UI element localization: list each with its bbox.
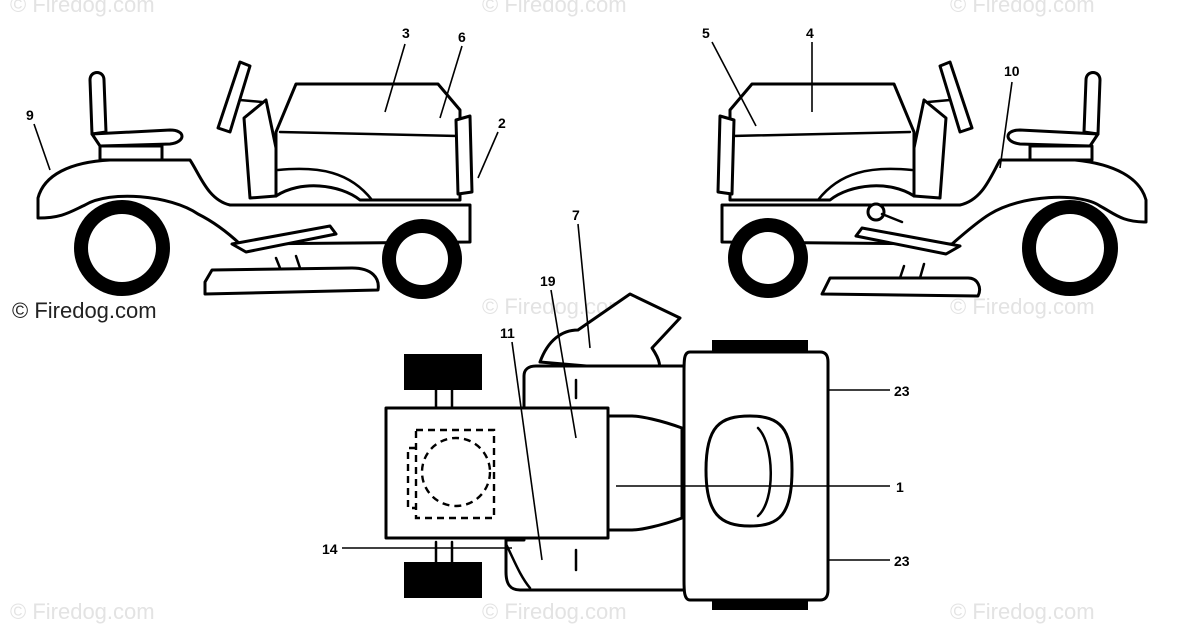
callout-4: 4 [806,25,814,41]
callout-7: 7 [572,207,580,223]
leader-10 [999,81,1013,169]
callout-1: 1 [896,479,904,495]
watermark-bottom-left: © Firedog.com [10,599,155,624]
tractor-left-side-view [36,60,474,299]
watermark-top-left: © Firedog.com [10,0,155,17]
grille-right [716,114,736,196]
mower-deck-left [203,266,380,296]
seat-top [704,414,794,528]
steering-wheel-left [216,60,252,134]
seat-support-right [1028,144,1094,162]
front-tire-top-lower [404,562,482,598]
lift-lever-knob-right [866,202,886,222]
footrest-left [230,224,338,254]
leader-3 [384,43,406,113]
lift-lever-right [880,212,904,224]
dash-tower-right [912,98,948,200]
watermark-bottom-center: © Firedog.com [482,599,627,624]
seat-cushion-right [1006,128,1100,148]
front-hub-left [396,233,448,285]
leader-6 [439,45,463,119]
callout-5: 5 [702,25,710,41]
rear-hub-left [88,214,156,282]
dash-tower-left [242,98,278,200]
callout-2: 2 [498,115,506,131]
leader-5 [711,41,757,127]
footrest-right [854,226,962,256]
engine-side-top [406,446,416,510]
leader-11 [511,341,543,561]
callout-10: 10 [1004,63,1020,79]
hood-panel-line-left [278,130,460,138]
front-tire-top-upper [404,354,482,390]
leader-19 [550,289,577,439]
hood-panel-line-right [730,130,912,138]
tractor-top-view [384,292,830,610]
rear-hub-right [1036,214,1104,282]
rear-fender-body-right [720,158,1148,246]
leader-2 [477,131,499,179]
rear-fender-body-left [36,158,472,246]
engine-circle-top [420,436,492,508]
front-axle-top [434,388,454,564]
dash-top [598,414,684,532]
callout-19: 19 [540,273,556,289]
leader-lines [33,41,1013,561]
front-hub-right [742,232,794,284]
hood-right [728,82,916,202]
callout-6: 6 [458,29,466,45]
callout-9: 9 [26,107,34,123]
leader-9 [33,123,51,171]
callout-labels: 1 2 3 4 5 6 7 9 10 11 14 19 23 23 [26,25,1020,569]
engine-outline-top [414,428,496,520]
seat-back-left [88,71,108,136]
callout-14: 14 [322,541,338,557]
deck-lift-link-left [274,254,302,270]
tractor-right-side-view [716,60,1148,298]
watermark-top-center: © Firedog.com [482,0,627,17]
watermark-top-right: © Firedog.com [950,0,1095,17]
mower-deck-right [820,276,982,298]
callout-3: 3 [402,25,410,41]
copyright-notice: © Firedog.com [12,298,157,323]
callout-23-upper: 23 [894,383,910,399]
seat-support-left [98,144,164,162]
steering-wheel-right [938,60,974,134]
watermark-layer: © Firedog.com © Firedog.com © Firedog.co… [10,0,1095,624]
seat-back-right [1082,71,1102,136]
hood-left [274,82,462,202]
seat-cushion-left [90,128,184,148]
hood-side-curve-right [816,167,914,202]
deck-lift-link-right [898,262,926,280]
callout-11: 11 [500,325,515,341]
seat-back-curve-top [756,426,772,518]
leader-7 [577,223,591,349]
grille-left [454,114,474,196]
callout-23-lower: 23 [894,553,910,569]
watermark-bottom-right: © Firedog.com [950,599,1095,624]
hood-side-curve-left [276,167,374,202]
watermark-middle-right: © Firedog.com [950,294,1095,319]
